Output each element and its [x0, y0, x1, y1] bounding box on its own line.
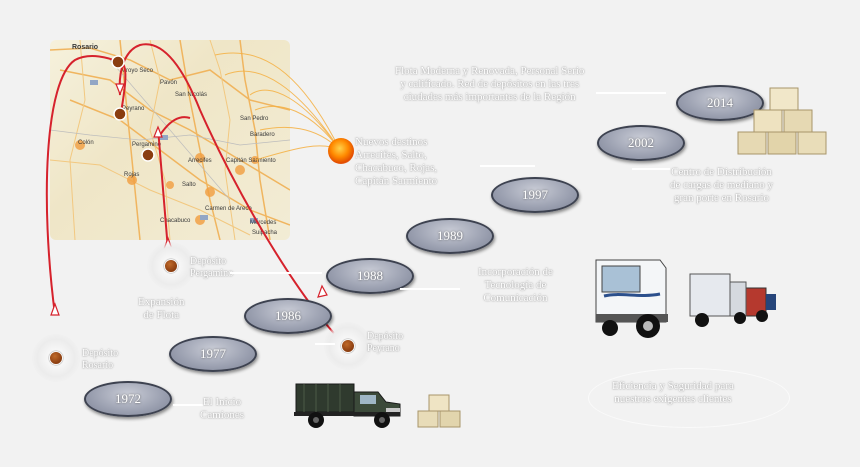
map-label-san-nicolas: San Nicolás	[175, 92, 208, 98]
year-oval-1986: 1986	[244, 298, 332, 334]
old-truck-icon	[294, 383, 401, 428]
map-label-mercedes: Mercedes	[250, 220, 277, 226]
deposit-rosario-label: Depósito Rosario	[82, 348, 119, 371]
year-oval-1977: 1977	[169, 336, 257, 372]
map-label-salto: Salto	[182, 182, 196, 188]
year-oval-1997: 1997	[491, 177, 579, 213]
connector-1988-right	[400, 288, 460, 290]
connector-peyrano	[315, 343, 335, 345]
fleet-2014-text: Flota Moderna y Renovada, Personal Serio…	[395, 65, 585, 103]
map-label-pergamino: Pergamino	[132, 142, 162, 148]
map-label-rosario: Rosario	[72, 44, 99, 51]
connector-2002	[632, 168, 670, 170]
deposit-rosario-marker	[32, 334, 80, 382]
year-oval-2014: 2014	[676, 85, 764, 121]
year-oval-2002: 2002	[597, 125, 685, 161]
connector-1972	[173, 404, 203, 406]
milestone-1972-text: El Inicio Camiones	[200, 396, 244, 421]
safety-ellipse	[588, 368, 790, 428]
connector-1997	[480, 165, 535, 167]
deposit-pergamino-marker	[147, 242, 195, 290]
deposit-peyrano-label: Depósito Peyrano	[367, 331, 404, 354]
connector-2014	[596, 92, 666, 94]
year-oval-1972: 1972	[84, 381, 172, 417]
map-label-arroyo-seco: Arroyo Seco	[120, 68, 154, 74]
milestone-1988-text: Incorporación de Tecnología de Comunicac…	[478, 266, 553, 304]
safety-text: Eficiencia y Seguridad para nuestros exi…	[612, 380, 734, 405]
map-label-pavon: Pavón	[160, 80, 178, 86]
modern-trucks-icon	[595, 259, 776, 338]
connector-1988	[230, 272, 322, 274]
map-label-arrecifes: Arrecifes	[188, 158, 212, 164]
fleet-expansion-label: Expansión de Flota	[138, 296, 185, 321]
boxes-large-icon	[737, 87, 827, 155]
map-label-colon: Colón	[78, 140, 94, 146]
red-route-lines	[45, 43, 346, 346]
year-oval-1988: 1988	[326, 258, 414, 294]
map-label-rojas: Rojas	[124, 172, 140, 178]
map-label-carmen-de-areco: Carmen de Areco	[205, 206, 252, 212]
road-map: Rosario Arroyo Seco Pavón San Nicolás Pe…	[50, 40, 290, 240]
road-network	[50, 40, 290, 240]
map-label-baradero: Baradero	[250, 132, 275, 138]
destination-fan-lines	[214, 52, 341, 161]
map-label-san-pedro: San Pedro	[240, 116, 269, 122]
deposit-pergamino-label: Depósito Pergamino	[190, 256, 234, 279]
year-oval-1989: 1989	[406, 218, 494, 254]
destinations-text: Nuevos destinos Arrecifes, Salto, Chacab…	[355, 136, 438, 187]
milestone-2002-text: Centro de Distribución de cargas de medi…	[670, 166, 774, 204]
deposit-peyrano-marker	[324, 322, 372, 370]
map-label-peyrano: Peyrano	[122, 106, 145, 112]
map-label-capitan-sarmiento: Capitán Sarmiento	[226, 158, 276, 164]
boxes-small-icon	[417, 394, 461, 428]
map-label-chacabuco: Chacabuco	[160, 218, 191, 224]
map-route-nodes	[111, 55, 155, 162]
destinations-marker-icon	[328, 138, 354, 164]
